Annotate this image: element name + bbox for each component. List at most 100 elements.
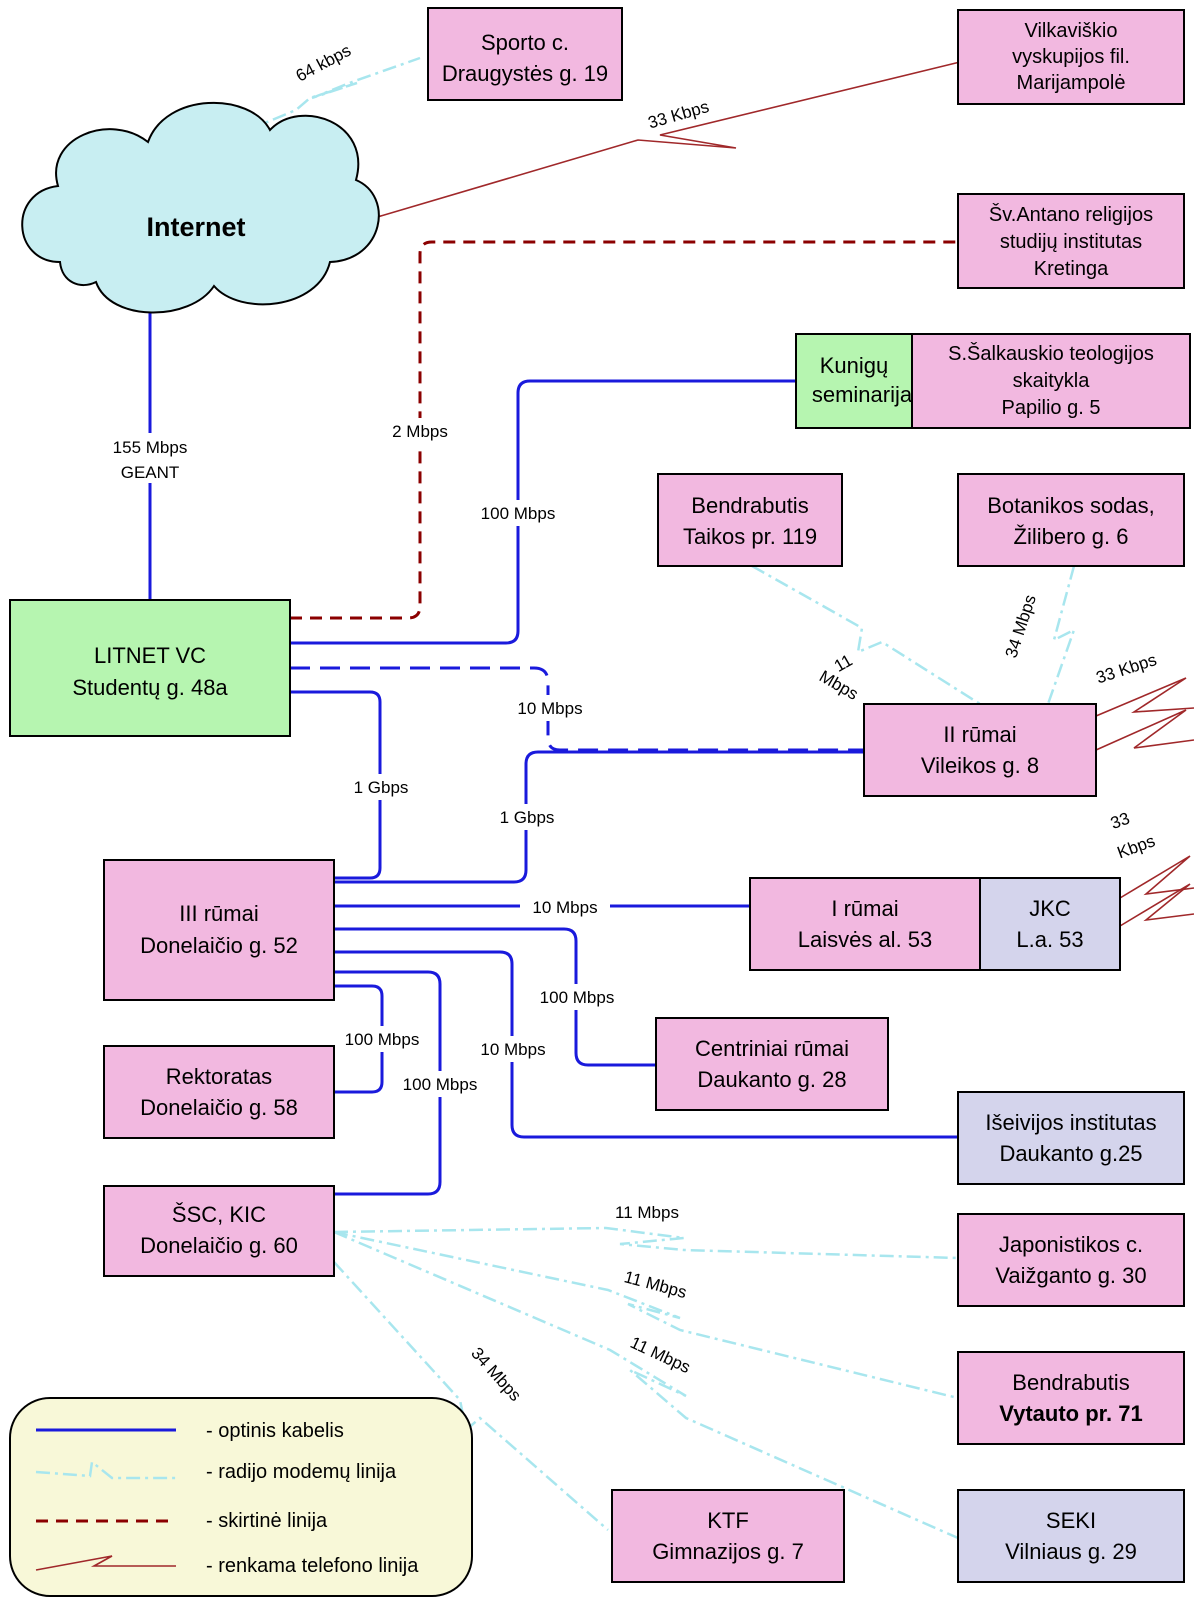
node-i-rumai-line2: Laisvės al. 53 bbox=[798, 927, 933, 952]
label-vilk-speed: 33 Kbps bbox=[646, 97, 711, 132]
node-japonistikos-line2: Vaižganto g. 30 bbox=[995, 1263, 1146, 1288]
node-salkauskio-line3: Papilio g. 5 bbox=[1002, 397, 1101, 419]
legend-fiber-label: - optinis kabelis bbox=[206, 1420, 344, 1442]
node-taikos-line1: Bendrabutis bbox=[691, 493, 808, 518]
node-japonistikos-line1: Japonistikos c. bbox=[999, 1232, 1143, 1257]
label-litnet-iii-speed: 1 Gbps bbox=[354, 778, 409, 797]
node-sporto-line2: Draugystės g. 19 bbox=[442, 61, 608, 86]
node-i-rumai: I rūmai Laisvės al. 53 bbox=[749, 877, 981, 971]
node-jkc-line2: L.a. 53 bbox=[1016, 927, 1083, 952]
legend-radio-swatch bbox=[35, 1459, 176, 1480]
label-rektoratas-speed: 100 Mbps bbox=[345, 1030, 420, 1049]
node-ktf-line2: Gimnazijos g. 7 bbox=[652, 1539, 804, 1564]
link-taikos bbox=[751, 564, 981, 706]
label-jkc-phone-a: 33 bbox=[1108, 809, 1132, 833]
node-seki-line1: SEKI bbox=[1046, 1508, 1096, 1533]
label-ii-dashed-speed: 10 Mbps bbox=[517, 699, 582, 718]
label-japonistikos-speed: 11 Mbps bbox=[615, 1203, 679, 1222]
node-salkauskio: S.Šalkauskio teologijos skaitykla Papili… bbox=[911, 333, 1191, 429]
node-vytauto-line1: Bendrabutis bbox=[1012, 1370, 1129, 1395]
node-iii-rumai-line2: Donelaičio g. 52 bbox=[140, 933, 298, 958]
label-i-rumai-speed: 10 Mbps bbox=[532, 898, 597, 917]
link-vilkaviskio bbox=[373, 61, 961, 219]
node-ii-rumai: II rūmai Vileikos g. 8 bbox=[863, 703, 1097, 797]
node-jkc: JKC L.a. 53 bbox=[979, 877, 1121, 971]
node-japonistikos: Japonistikos c. Vaižganto g. 30 bbox=[957, 1213, 1185, 1307]
node-sporto: Sporto c. Draugystės g. 19 bbox=[427, 7, 623, 101]
node-rektoratas-line2: Donelaičio g. 58 bbox=[140, 1095, 298, 1120]
node-salkauskio-line1: S.Šalkauskio teologijos bbox=[948, 342, 1154, 365]
label-sporto-speed: 64 kbps bbox=[293, 41, 354, 86]
link-kretinga bbox=[290, 240, 958, 620]
node-centriniai-line1: Centriniai rūmai bbox=[695, 1036, 849, 1061]
node-centriniai-line2: Daukanto g. 28 bbox=[697, 1067, 846, 1092]
label-vytauto-speed: 11 Mbps bbox=[622, 1267, 689, 1302]
node-iseivijos-line1: Išeivijos institutas bbox=[985, 1110, 1156, 1135]
link-ii-phone bbox=[1095, 677, 1194, 751]
link-japonistikos bbox=[333, 1226, 959, 1260]
node-i-rumai-line1: I rūmai bbox=[831, 896, 898, 921]
node-antano: Šv.Antano religijos studijų institutas K… bbox=[957, 193, 1185, 289]
node-vilkaviskio-line3: Marijampolė bbox=[1017, 72, 1126, 94]
node-jkc-line1: JKC bbox=[1029, 896, 1071, 921]
node-ktf: KTF Gimnazijos g. 7 bbox=[611, 1489, 845, 1583]
node-ii-rumai-line1: II rūmai bbox=[943, 722, 1016, 747]
link-jkc-phone bbox=[1119, 855, 1194, 927]
link-ii-iii bbox=[334, 750, 864, 884]
node-kunigu: Kunigų seminarija bbox=[795, 333, 933, 429]
node-botanikos-line2: Žilibero g. 6 bbox=[1014, 524, 1129, 549]
label-kretinga-speed: 2 Mbps bbox=[392, 422, 448, 441]
label-botanikos-speed: 34 Mbps bbox=[1002, 592, 1040, 660]
node-sporto-line1: Sporto c. bbox=[481, 30, 569, 55]
node-rektoratas: Rektoratas Donelaičio g. 58 bbox=[103, 1045, 335, 1139]
label-kunigu-speed: 100 Mbps bbox=[481, 504, 556, 523]
label-ii-iii-speed: 1 Gbps bbox=[500, 808, 555, 827]
node-centriniai: Centriniai rūmai Daukanto g. 28 bbox=[655, 1017, 889, 1111]
node-taikos-line2: Taikos pr. 119 bbox=[683, 524, 817, 549]
node-kunigu-line2: seminarija bbox=[812, 382, 913, 407]
label-geant-name: GEANT bbox=[121, 463, 180, 482]
node-salkauskio-line2: skaitykla bbox=[1013, 370, 1091, 392]
label-centriniai-speed: 100 Mbps bbox=[540, 988, 615, 1007]
link-litnet-ii bbox=[290, 666, 864, 752]
link-seki bbox=[333, 1230, 959, 1540]
node-ssc-line1: ŠSC, KIC bbox=[172, 1202, 266, 1227]
node-rektoratas-line1: Rektoratas bbox=[166, 1064, 272, 1089]
label-geant-speed: 155 Mbps bbox=[113, 438, 188, 457]
internet-cloud: Internet bbox=[21, 102, 380, 314]
label-ktf-speed: 34 Mbps bbox=[467, 1344, 525, 1405]
node-iseivijos-line2: Daukanto g.25 bbox=[999, 1141, 1142, 1166]
node-antano-line3: Kretinga bbox=[1034, 258, 1109, 280]
label-ii-phone-speed: 33 Kbps bbox=[1094, 650, 1159, 687]
node-ssc: ŠSC, KIC Donelaičio g. 60 bbox=[103, 1185, 335, 1277]
node-vilkaviskio: Vilkaviškio vyskupijos fil. Marijampolė bbox=[957, 9, 1185, 105]
link-sporto bbox=[247, 56, 421, 132]
legend: - optinis kabelis - radijo modemų linija… bbox=[9, 1397, 473, 1597]
legend-radio-label: - radijo modemų linija bbox=[206, 1461, 397, 1483]
link-vytauto bbox=[333, 1230, 959, 1400]
node-antano-line2: studijų institutas bbox=[1000, 231, 1142, 253]
label-jkc-phone-b: Kbps bbox=[1115, 831, 1158, 862]
node-bendrabutis-taikos: Bendrabutis Taikos pr. 119 bbox=[657, 473, 843, 567]
node-ii-rumai-line2: Vileikos g. 8 bbox=[921, 753, 1039, 778]
node-botanikos-line1: Botanikos sodas, bbox=[987, 493, 1155, 518]
node-litnet-line1: LITNET VC bbox=[94, 643, 206, 668]
node-iii-rumai-line1: III rūmai bbox=[179, 901, 258, 926]
node-vilkaviskio-line1: Vilkaviškio bbox=[1025, 20, 1118, 42]
legend-leased-label: - skirtinė linija bbox=[206, 1510, 328, 1532]
legend-phone-swatch bbox=[35, 1555, 176, 1571]
legend-phone-label: - renkama telefono linija bbox=[206, 1555, 419, 1577]
node-iii-rumai: III rūmai Donelaičio g. 52 bbox=[103, 859, 335, 1001]
node-iseivijos: Išeivijos institutas Daukanto g.25 bbox=[957, 1091, 1185, 1185]
node-antano-line1: Šv.Antano religijos bbox=[989, 203, 1153, 226]
node-vilkaviskio-line2: vyskupijos fil. bbox=[1012, 46, 1130, 68]
node-ssc-line2: Donelaičio g. 60 bbox=[140, 1233, 298, 1258]
node-seki-line2: Vilniaus g. 29 bbox=[1005, 1539, 1137, 1564]
node-vytauto-line2: Vytauto pr. 71 bbox=[999, 1401, 1142, 1426]
node-bendrabutis-vytauto: Bendrabutis Vytauto pr. 71 bbox=[957, 1351, 1185, 1445]
node-seki: SEKI Vilniaus g. 29 bbox=[957, 1489, 1185, 1583]
link-botanikos bbox=[1046, 565, 1077, 705]
label-ssc-speed: 100 Mbps bbox=[403, 1075, 478, 1094]
node-ktf-line1: KTF bbox=[707, 1508, 749, 1533]
